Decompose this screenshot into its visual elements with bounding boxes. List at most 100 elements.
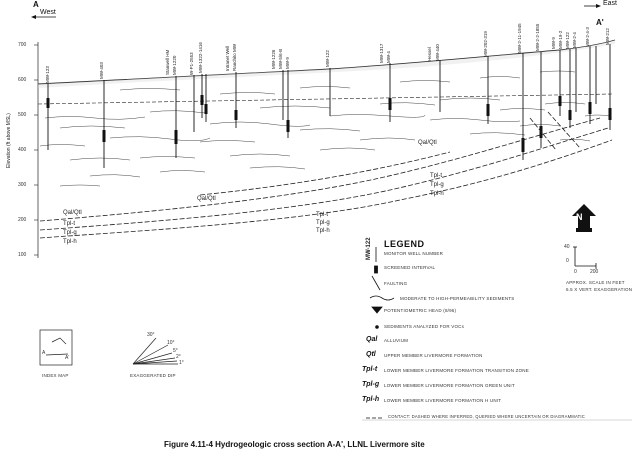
- legend-symbol-qal: Qal: [366, 336, 378, 343]
- dip-angle: 10°: [167, 340, 175, 346]
- well-label: MW-5/6-B: [278, 48, 283, 69]
- legend-item-label: SCREENED INTERVAL: [384, 265, 436, 270]
- dip-angle: 2°: [176, 354, 181, 360]
- well-label: MW-2-2-1855: [535, 23, 540, 51]
- well-label: MW-403: [99, 62, 104, 79]
- dip-angle: 5°: [173, 348, 178, 354]
- dip-angle: 1°: [179, 360, 184, 366]
- unit-label-tpl-g: Tpl-g: [430, 182, 444, 188]
- well-label: MW-1317: [379, 43, 384, 63]
- exaggerated-dip-label: EXAGGERATED DIP: [130, 373, 176, 378]
- west-arrowhead: [31, 15, 36, 19]
- scale-note: APPROX. SCALE IN FEET: [566, 280, 625, 285]
- legend-item-label: LOWER MEMBER LIVERMORE FORMATION TRANSIT…: [384, 368, 529, 373]
- section-end-a-prime: A': [596, 18, 604, 27]
- legend-item-label: UPPER MEMBER LIVERMORE FORMATION: [384, 353, 483, 358]
- y-axis-title: Elevation (ft above MSL): [6, 113, 12, 168]
- north-arrow: [572, 204, 596, 232]
- unit-label-tpl-t: Tpl-t: [316, 212, 328, 218]
- well-label: MW-9: [285, 57, 290, 69]
- east-arrowhead: [596, 4, 601, 8]
- legend-item-label: FAULTING: [384, 281, 408, 286]
- well-label: W-P1-2553: [189, 52, 194, 75]
- dip-angle: 30°: [147, 332, 155, 338]
- north-label: N: [576, 212, 583, 222]
- legend-title: LEGEND: [384, 239, 425, 249]
- well-label: MW-1220: [172, 55, 177, 75]
- unit-label-tpl-g: Tpl-g: [63, 230, 77, 236]
- index-map-label: INDEX MAP: [42, 373, 69, 378]
- legend-symbol-tpl-h: Tpl-h: [362, 396, 380, 403]
- unit-label-tpl-t: Tpl-t: [430, 173, 442, 179]
- well-label: MW-2-4-3: [585, 27, 590, 47]
- scale-bar: [573, 246, 597, 269]
- ground-surface-fill: [38, 40, 615, 88]
- figure-caption: Figure 4.11-4 Hydrogeologic cross sectio…: [164, 440, 425, 449]
- unit-label-tpl-h: Tpl-h: [430, 191, 444, 197]
- legend-symbol-tpl-g: Tpl-g: [362, 381, 380, 388]
- scale-tick: 0: [574, 269, 577, 275]
- well-label: MW-123: [45, 66, 50, 83]
- well-label: MW-2-4: [572, 32, 577, 48]
- screened-intervals: [46, 95, 612, 152]
- legend-item-label: CONTACT: DASHED WHERE INFERRED, QUERIED …: [388, 414, 585, 419]
- index-map-a-prime: A': [65, 355, 70, 361]
- y-tick: 500: [18, 112, 27, 118]
- legend-item-label: MONITOR WELL NUMBER: [384, 251, 444, 256]
- well-label: MW-2-11-1945: [517, 23, 522, 53]
- geologic-contacts: [39, 111, 613, 239]
- y-tick: 200: [18, 217, 27, 223]
- y-tick: 700: [18, 42, 27, 48]
- unit-label-qal-qtl: Qal/Qtl: [197, 196, 216, 202]
- water-level-line: [37, 93, 613, 105]
- unit-label-tpl-h: Tpl-h: [63, 239, 77, 245]
- scale-tick: 200: [590, 269, 599, 275]
- unit-label-qal-qtl: Qal/Qtl: [418, 140, 437, 146]
- legend-item-label: MODERATE TO HIGH-PERMEABILITY SEDIMENTS: [400, 296, 515, 301]
- well-label: MW-1322-1416: [198, 42, 203, 73]
- y-tick: 100: [18, 252, 27, 258]
- scale-tick: 40: [564, 244, 570, 250]
- legend-item-label: ALLUVIUM: [384, 338, 409, 343]
- legend-symbols: [366, 247, 395, 419]
- well-label: MW-212: [605, 28, 610, 45]
- sediment-lenses: [39, 70, 611, 187]
- unit-label-qal-qtl: Qal/Qtl: [63, 210, 82, 216]
- unit-label-tpl-h: Tpl-h: [316, 228, 330, 234]
- legend-symbol-qtl: Qtl: [366, 351, 376, 358]
- well-label: MW-122: [325, 50, 330, 67]
- ground-surface: [37, 39, 616, 85]
- index-map-a: A: [42, 350, 46, 356]
- y-axis-ticks: [34, 44, 38, 256]
- well-label: MW-1226: [271, 49, 276, 69]
- y-tick: 400: [18, 147, 27, 153]
- well-label: Hessel: [427, 47, 432, 61]
- section-end-a: A: [33, 0, 39, 9]
- index-map: [39, 329, 73, 366]
- well-label: MW-122: [565, 32, 570, 49]
- scale-tick: 0: [566, 258, 569, 264]
- unit-label-tpl-t: Tpl-t: [63, 221, 75, 227]
- scale-note: 6.5 X VERT. EXAGGERATION: [566, 287, 633, 292]
- y-tick: 300: [18, 182, 27, 188]
- well-label: Stanwell HM: [165, 49, 170, 75]
- legend-item-label: SEDIMENTS ANALYZED FOR VOCs: [384, 324, 465, 329]
- well-label: Ranchito MW: [232, 43, 237, 71]
- well-label: Intranet Well: [225, 45, 230, 71]
- east-label: East: [603, 0, 618, 7]
- well-label: MW-202-319: [483, 31, 488, 57]
- legend-symbol-tpl-t: Tpl-t: [362, 366, 378, 373]
- west-label: West: [40, 9, 56, 16]
- unit-label-tpl-g: Tpl-g: [316, 220, 330, 226]
- legend-well-example: MW-122: [366, 237, 372, 260]
- well-label: MW-4: [386, 51, 391, 63]
- well-label: MW-9: [551, 37, 556, 49]
- y-tick: 600: [18, 77, 27, 83]
- exaggerated-dip-diagram: [132, 337, 178, 365]
- legend-item-label: LOWER MEMBER LIVERMORE FORMATION GREEN U…: [384, 383, 515, 388]
- legend-item-label: POTENTIOMETRIC HEAD (8/96): [384, 308, 457, 313]
- well-label: MW-19-2: [558, 30, 563, 49]
- legend-item-label: LOWER MEMBER LIVERMORE FORMATION H UNIT: [384, 398, 502, 403]
- well-label: MW-440: [435, 44, 440, 61]
